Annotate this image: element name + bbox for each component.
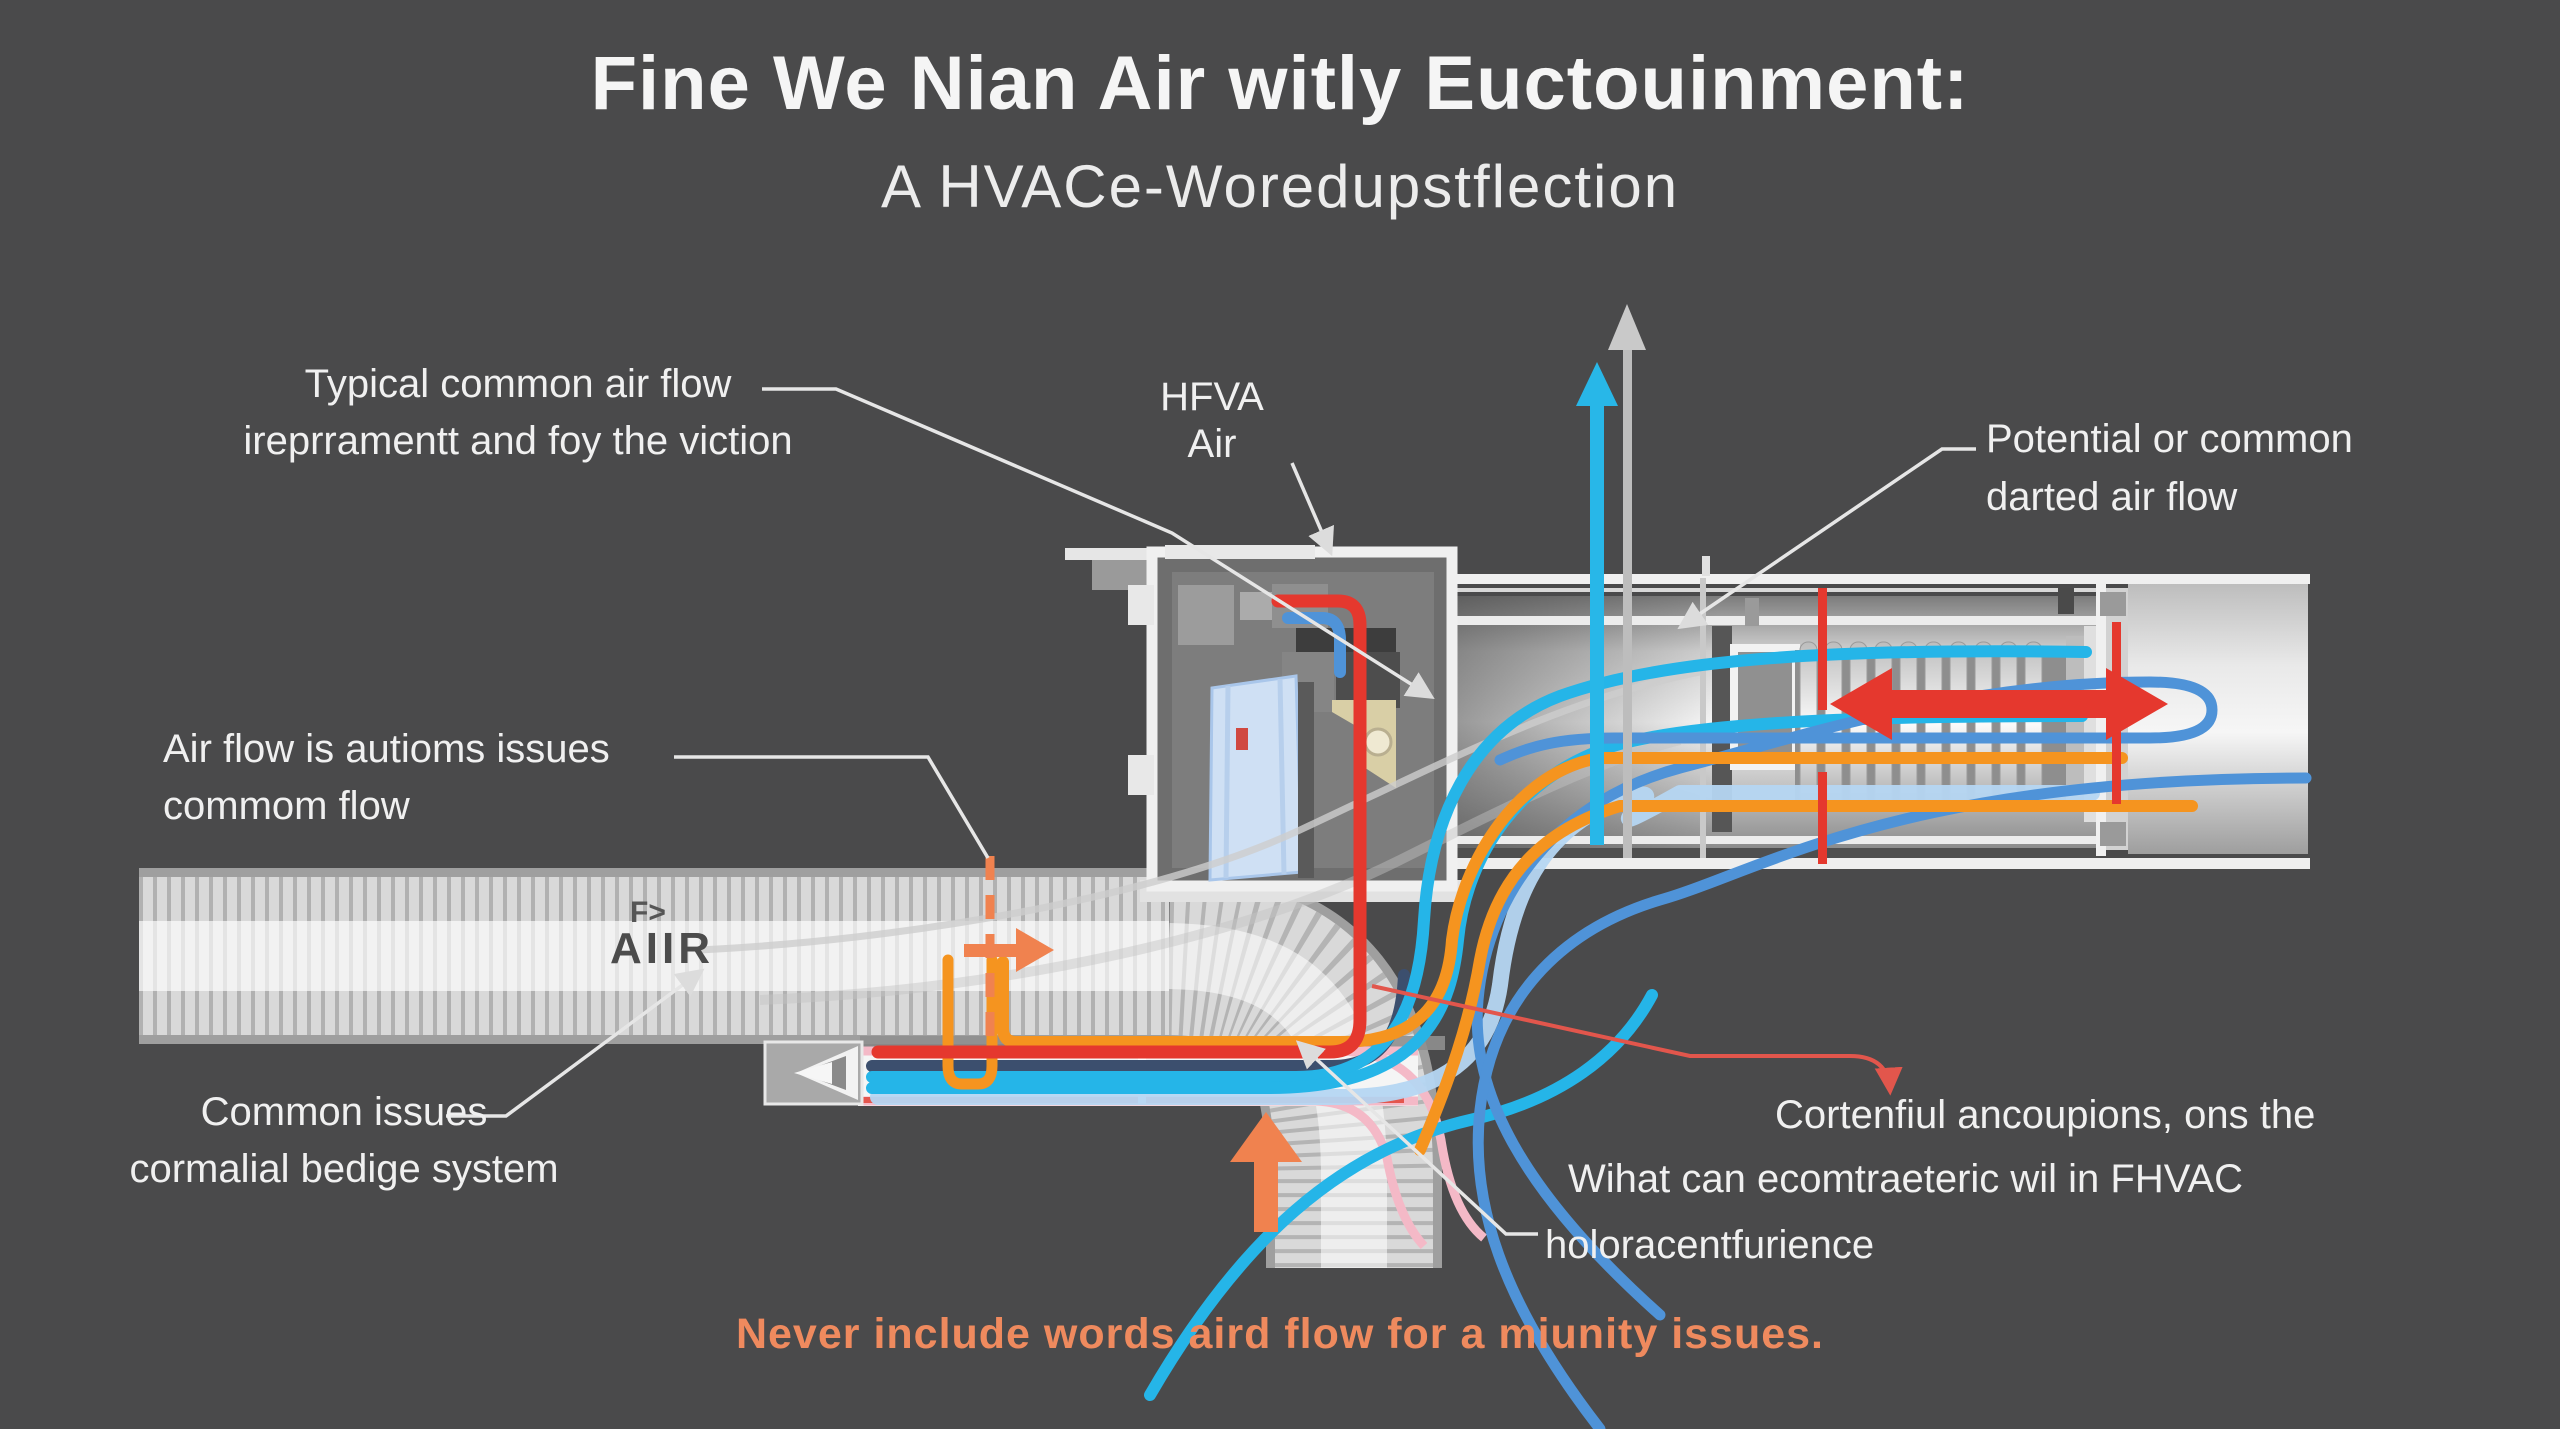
label-common-issues: Common issues cormalial bedige system xyxy=(108,1084,580,1198)
red-double-arrow-icon xyxy=(1830,668,2168,740)
label-line: commom flow xyxy=(163,783,410,828)
orange-flow-arrow-icon xyxy=(964,928,1054,972)
label-potential-airflow: Potential or common darted air flow xyxy=(1986,410,2353,526)
leader-red xyxy=(1371,984,1903,1096)
pipe-cyan-3 xyxy=(1144,989,1658,1401)
label-line: Typical common air flow xyxy=(304,362,732,406)
label-line: HFVA xyxy=(1160,375,1264,419)
pipe-red xyxy=(871,594,1367,1059)
duct-flow-chevrons-icon xyxy=(794,1046,858,1100)
label-holoracentfurience: holoracentfurience xyxy=(1545,1223,1875,1267)
label-line: Common issues xyxy=(200,1090,488,1134)
pipe-blue-u-turn xyxy=(1494,676,2218,766)
label-wihat: Wihat can ecomtraeteric wil in FHVAC xyxy=(1568,1157,2243,1201)
leader-airflow xyxy=(674,755,990,859)
footer-warning-text: Never include words aird flow for a miun… xyxy=(735,1310,1825,1358)
leader-hfva xyxy=(1290,462,1334,557)
pipe-orange-1 xyxy=(997,752,2128,1048)
duct-bottom-rail xyxy=(1435,858,2310,869)
label-line: Air flow is autioms issues xyxy=(163,727,610,771)
label-line: cormalial bedige system xyxy=(129,1146,559,1191)
page-subtitle: A HVACe-Woredupstflection xyxy=(880,153,1680,220)
label-hfva-air: HFVA Air xyxy=(1146,374,1278,468)
air-handler-unit xyxy=(1065,545,1470,902)
label-typical-airflow: Typical common air flow ireprramentt and… xyxy=(180,356,856,470)
leader-holora xyxy=(1295,1040,1538,1236)
pipe-orange-2 xyxy=(1414,800,2198,1156)
leader-common xyxy=(446,968,705,1118)
leader-potential xyxy=(1677,447,1976,630)
label-line: darted air flow xyxy=(1986,475,2238,519)
leader-typical xyxy=(762,387,1435,699)
page-title: Fine We Nian Air witly Euctouinment: xyxy=(590,41,1970,126)
duct-end-cylinder xyxy=(2128,584,2308,854)
duct-text-f: F> xyxy=(630,896,666,929)
duct-top-rail xyxy=(1435,574,2310,584)
pipe-cyan-1 xyxy=(866,645,2092,1083)
label-line: Potential or common xyxy=(1986,417,2353,461)
orange-up-arrow-icon xyxy=(1230,1112,1302,1232)
duct-text-aiir: AIIR xyxy=(610,924,714,973)
cyan-up-arrow-icon xyxy=(1576,362,1618,845)
label-cortenfiul: Cortenfiul ancoupions, ons the xyxy=(1775,1093,2316,1137)
leader-lines xyxy=(446,387,1976,1236)
gray-up-arrow-icon xyxy=(1608,304,1646,858)
label-line: ireprramentt and foy the viction xyxy=(243,418,793,463)
label-line: Air xyxy=(1187,422,1237,467)
label-airflow-issues: Air flow is autioms issues commom flow xyxy=(163,721,610,835)
pipe-blue-2 xyxy=(1472,772,2312,1429)
pipe-orange-u xyxy=(942,954,998,1090)
